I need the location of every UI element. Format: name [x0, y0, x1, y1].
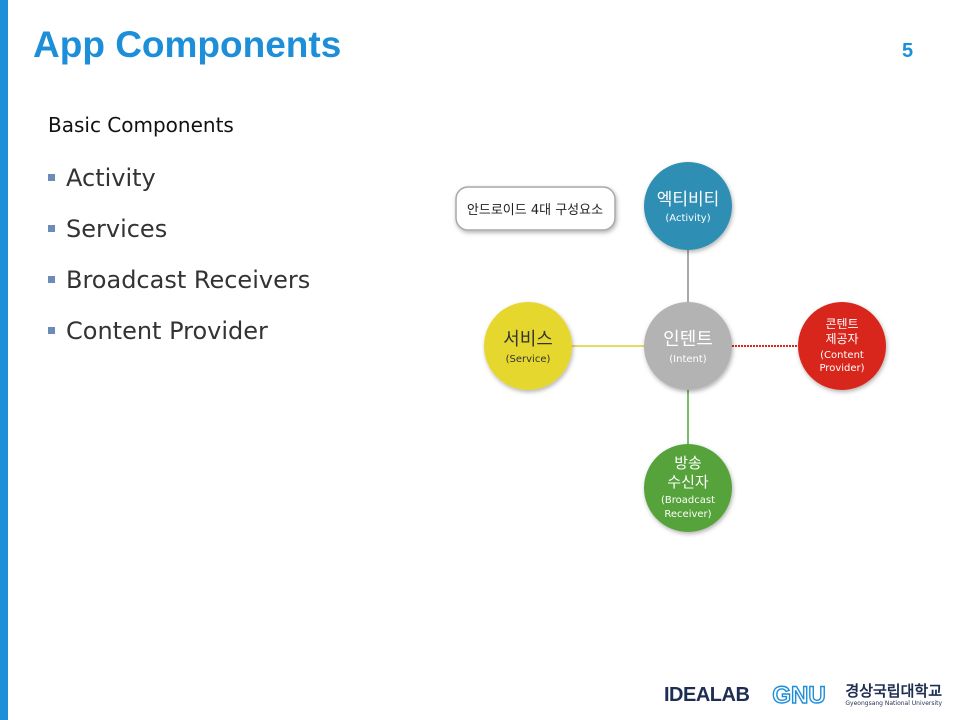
- page-number: 5: [902, 40, 914, 62]
- university-name-kr: 경상국립대학교: [845, 681, 942, 700]
- subtitle: Basic Components: [48, 113, 234, 137]
- activity-node: [644, 162, 732, 250]
- intent-node: [644, 302, 732, 390]
- slide-title: App Components: [33, 24, 342, 65]
- footer-logos: IDEALAB GNU 경상국립대학교 Gyeongsang National …: [664, 680, 942, 710]
- bullet-square-icon: [48, 225, 55, 232]
- bullet-text: Activity: [66, 163, 156, 192]
- service-label: 서비스: [503, 329, 553, 350]
- caption-box: [455, 186, 616, 231]
- bullet-square-icon: [48, 327, 55, 334]
- broadcast-receiver-label-line2: 수신자: [667, 473, 709, 491]
- gnu-logo-text: GNU: [773, 682, 826, 708]
- university-name-en: Gyeongsang National University: [845, 699, 943, 707]
- list-item: Activity: [48, 152, 310, 203]
- broadcast-receiver-node: [644, 444, 732, 532]
- intent-label-en: (Intent): [669, 354, 707, 365]
- content-provider-label-en-line1: (Content: [820, 350, 864, 361]
- broadcast-receiver-label-en-line1: (Broadcast: [661, 495, 715, 506]
- list-item: Services: [48, 203, 310, 254]
- bullet-square-icon: [48, 174, 55, 181]
- content-provider-node: [798, 302, 886, 390]
- bullet-list: Activity Services Broadcast Receivers Co…: [48, 152, 310, 356]
- activity-label-en: (Activity): [665, 213, 710, 224]
- activity-label: 엑티비티: [657, 190, 720, 210]
- list-item: Content Provider: [48, 305, 310, 356]
- caption-text: 안드로이드 4대 구성요소: [467, 203, 603, 218]
- broadcast-receiver-label-en-line2: Receiver): [664, 509, 711, 520]
- content-provider-label-line2: 제공자: [825, 332, 858, 346]
- service-label-en: (Service): [506, 354, 551, 365]
- intent-label: 인텐트: [663, 329, 713, 350]
- broadcast-receiver-label-line1: 방송: [674, 454, 702, 472]
- gnu-logo-icon: GNU: [772, 682, 827, 708]
- content-provider-label-line1: 콘텐트: [825, 317, 858, 331]
- bullet-text: Content Provider: [66, 316, 268, 345]
- bullet-text: Broadcast Receivers: [66, 265, 311, 294]
- university-logo: 경상국립대학교 Gyeongsang National University: [845, 681, 943, 707]
- content-provider-label-en-line2: Provider): [819, 363, 864, 374]
- bullet-square-icon: [48, 276, 55, 283]
- service-node: [484, 302, 572, 390]
- list-item: Broadcast Receivers: [48, 254, 310, 305]
- left-accent-bar: [0, 0, 8, 720]
- idealab-logo: IDEALAB: [664, 683, 750, 706]
- bullet-text: Services: [66, 214, 168, 243]
